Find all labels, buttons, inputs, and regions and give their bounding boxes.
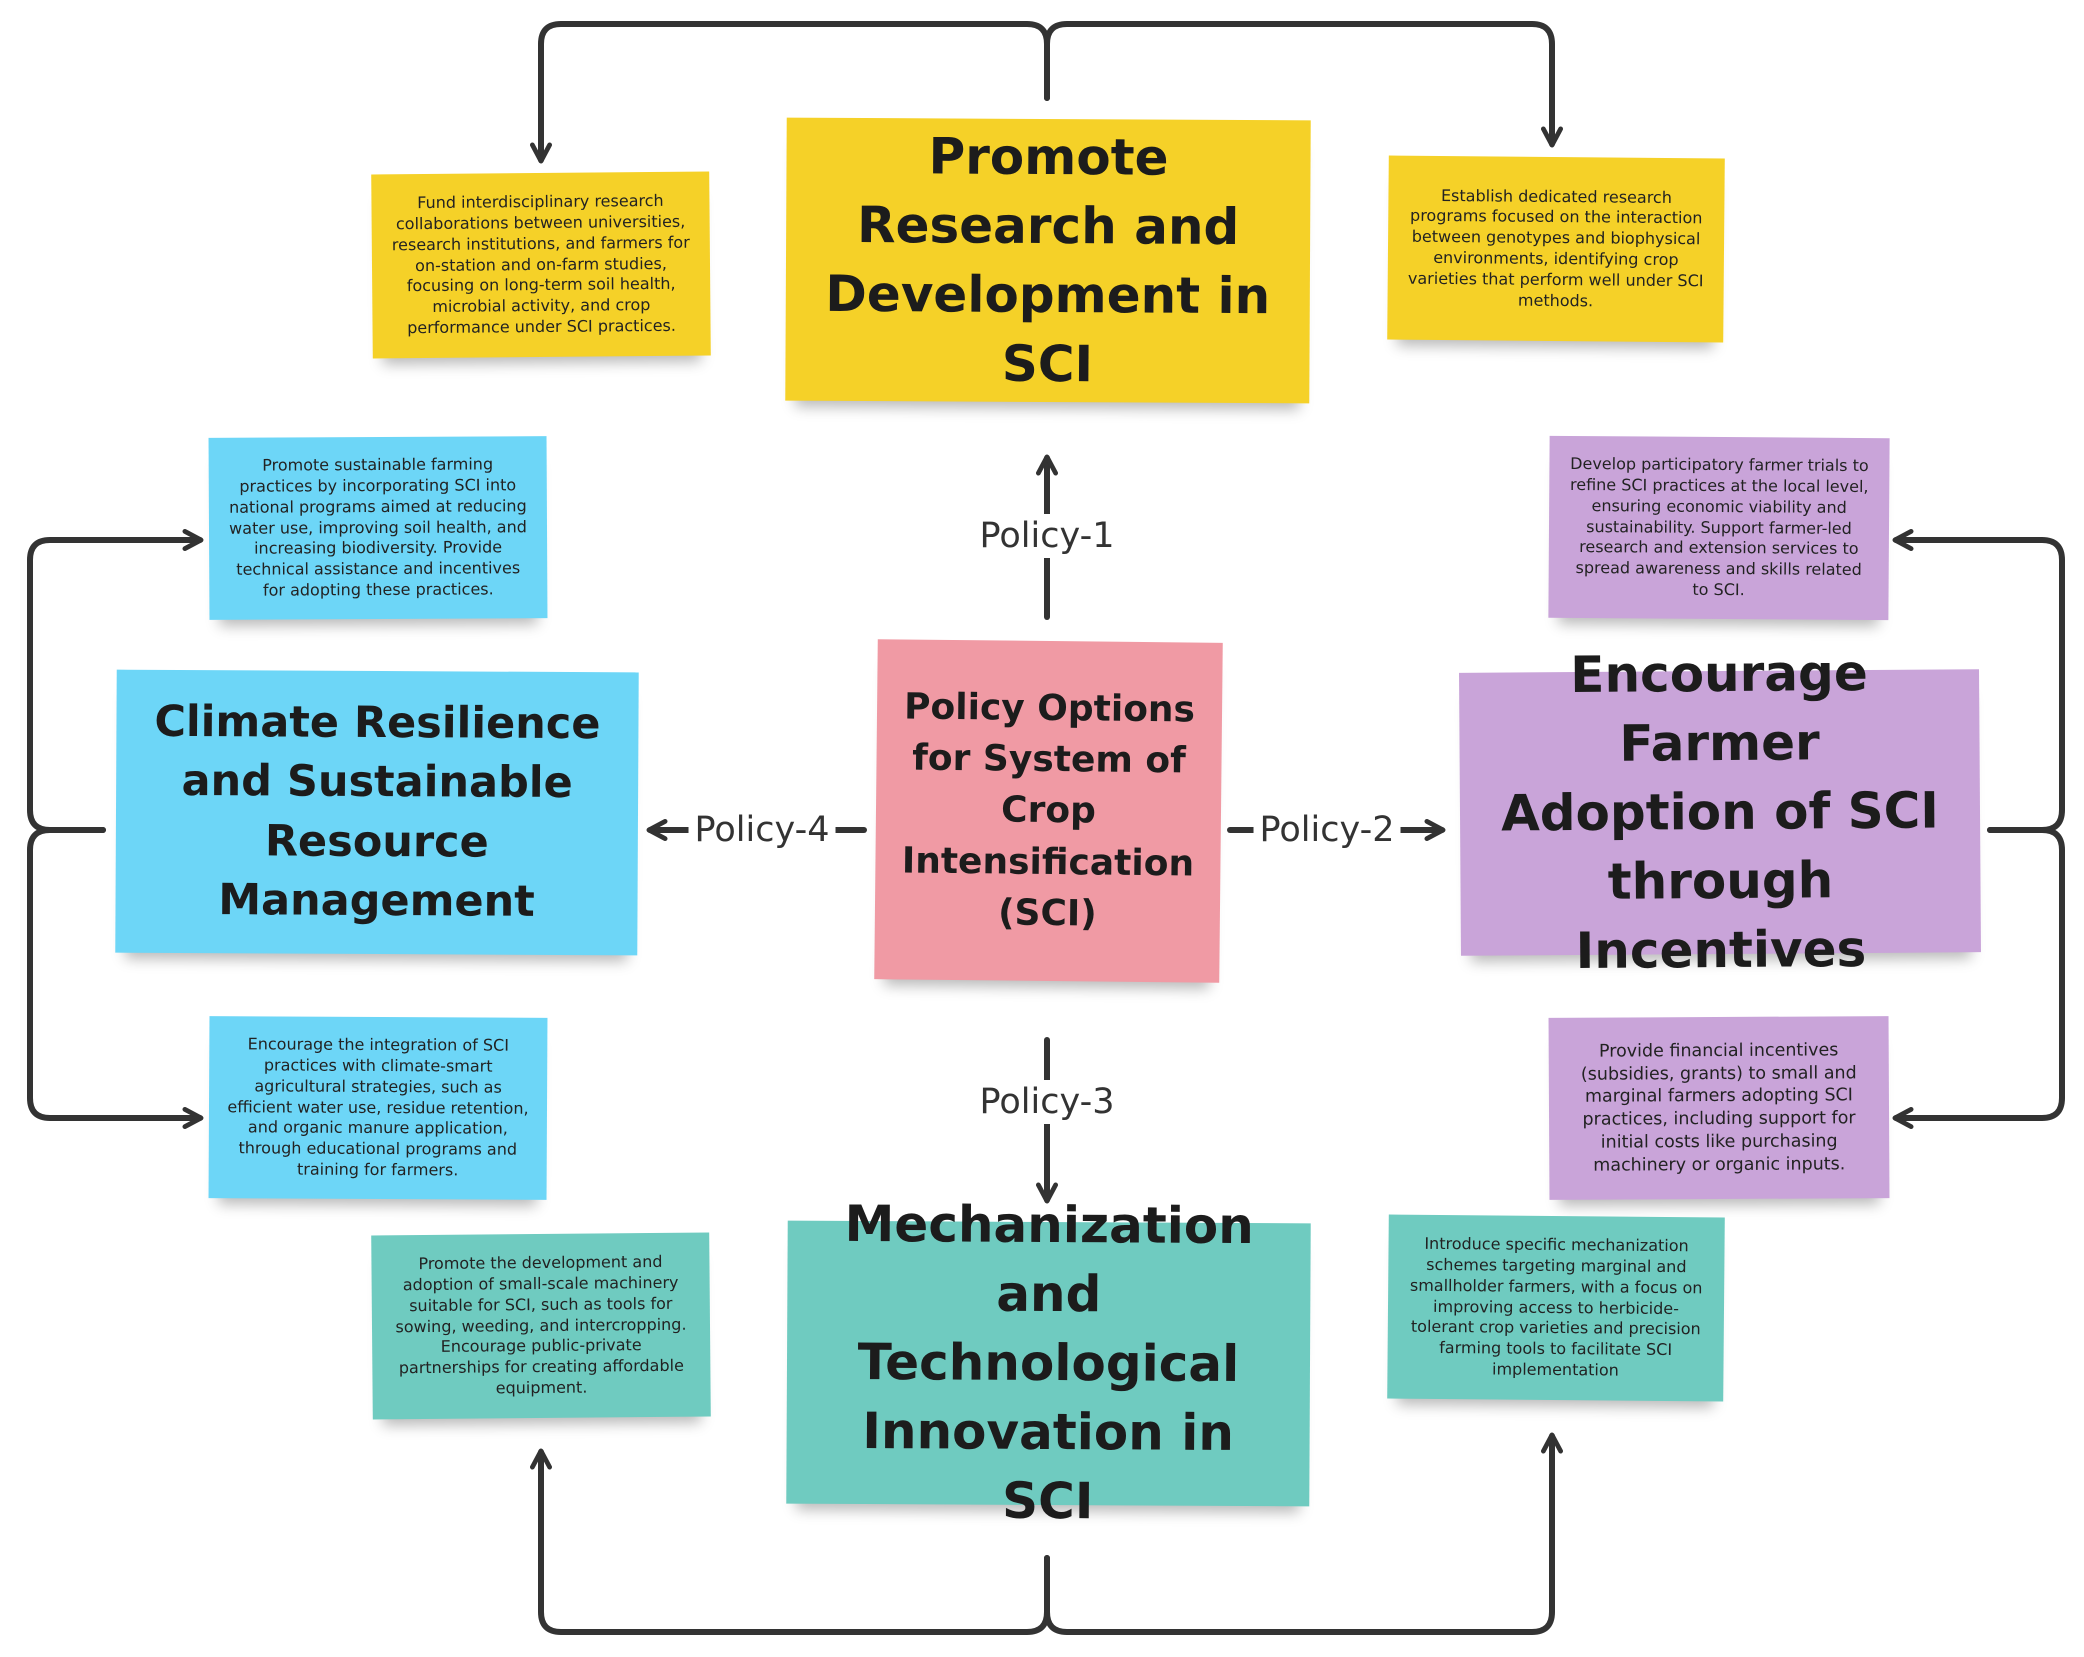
policy-2-detail-bottom-text: Provide financial incentives (subsidies,… [1580, 1040, 1857, 1176]
left-bracket-bottom [27, 827, 200, 1118]
policy-1-detail-right: Establish dedicated research programs fo… [1387, 155, 1725, 343]
policy-1-detail-left-text: Fund interdisciplinary research collabor… [391, 191, 690, 338]
policy-4-label: Policy-4 [688, 808, 836, 852]
policy-3-detail-right-text: Introduce specific mechanization schemes… [1409, 1234, 1703, 1380]
policy-4-main-note: Climate Resilience and Sustainable Resou… [115, 669, 639, 956]
policy-3-label: Policy-3 [973, 1080, 1121, 1124]
policy-4-detail-top: Promote sustainable farming practices by… [208, 436, 548, 620]
policy-2-main-note: Encourage Farmer Adoption of SCI through… [1459, 644, 1981, 980]
policy-3-title: Mechanization and Technological Innovati… [844, 1194, 1254, 1531]
policy-4-detail-bottom-text: Encourage the integration of SCI practic… [227, 1034, 529, 1180]
policy-1-main-note: Promote Research and Development in SCI [785, 117, 1311, 404]
policy-2-label: Policy-2 [1253, 808, 1401, 852]
policy-4-detail-bottom: Encourage the integration of SCI practic… [208, 1016, 548, 1200]
policy-4-title: Climate Resilience and Sustainable Resou… [154, 696, 601, 927]
policy-2-detail-top-text: Develop participatory farmer trials to r… [1569, 454, 1869, 600]
policy-1-detail-left: Fund interdisciplinary research collabor… [371, 171, 711, 359]
policy-3-detail-left-text: Promote the development and adoption of … [395, 1252, 687, 1398]
top-bracket-right [1044, 21, 1552, 144]
center-node: Policy Options for System of Crop Intens… [874, 639, 1223, 983]
policy-3-detail-right: Introduce specific mechanization schemes… [1387, 1214, 1725, 1402]
policy-1-detail-right-text: Establish dedicated research programs fo… [1407, 185, 1704, 310]
bottom-bracket-right [1044, 1436, 1552, 1635]
policy-4-detail-top-text: Promote sustainable farming practices by… [229, 454, 527, 600]
policy-2-title: Encourage Farmer Adoption of SCI through… [1500, 643, 1940, 981]
policy-3-detail-left: Promote the development and adoption of … [371, 1232, 711, 1420]
policy-2-detail-top: Develop participatory farmer trials to r… [1548, 435, 1890, 621]
policy-3-main-note: Mechanization and Technological Innovati… [786, 1195, 1311, 1530]
policy-2-detail-bottom: Provide financial incentives (subsidies,… [1548, 1016, 1890, 1200]
right-bracket-bottom [1896, 827, 2065, 1118]
center-node-title: Policy Options for System of Crop Intens… [901, 686, 1196, 935]
policy-1-title: Promote Research and Development in SCI [825, 126, 1271, 393]
policy-1-label: Policy-1 [973, 514, 1121, 558]
